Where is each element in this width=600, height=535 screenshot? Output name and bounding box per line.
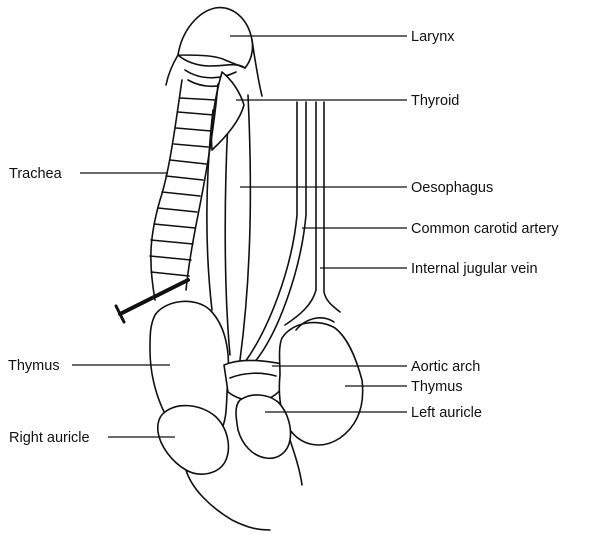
label-oesophagus: Oesophagus xyxy=(411,180,493,196)
dissection-pin xyxy=(114,278,190,324)
leader-lines xyxy=(72,35,407,438)
thyroid-structure xyxy=(210,71,245,151)
label-common-carotid-artery: Common carotid artery xyxy=(411,221,559,237)
label-internal-jugular-vein: Internal jugular vein xyxy=(411,261,538,277)
left-auricle-structure xyxy=(235,394,292,460)
oesophagus-structure xyxy=(206,94,252,361)
label-thyroid: Thyroid xyxy=(411,93,459,109)
trachea-structure xyxy=(149,39,263,301)
right-auricle-structure xyxy=(156,404,230,475)
label-thymus-right: Thymus xyxy=(411,379,463,395)
larynx-structure xyxy=(165,6,254,88)
vessels xyxy=(244,101,341,365)
label-trachea: Trachea xyxy=(9,166,63,182)
heart-outline xyxy=(185,439,303,531)
label-thymus-left: Thymus xyxy=(8,358,60,374)
thymus-right-structure xyxy=(278,317,364,446)
label-left-auricle: Left auricle xyxy=(411,405,482,421)
label-aortic-arch: Aortic arch xyxy=(411,359,480,375)
label-larynx: Larynx xyxy=(411,29,455,45)
label-right-auricle: Right auricle xyxy=(9,430,90,446)
